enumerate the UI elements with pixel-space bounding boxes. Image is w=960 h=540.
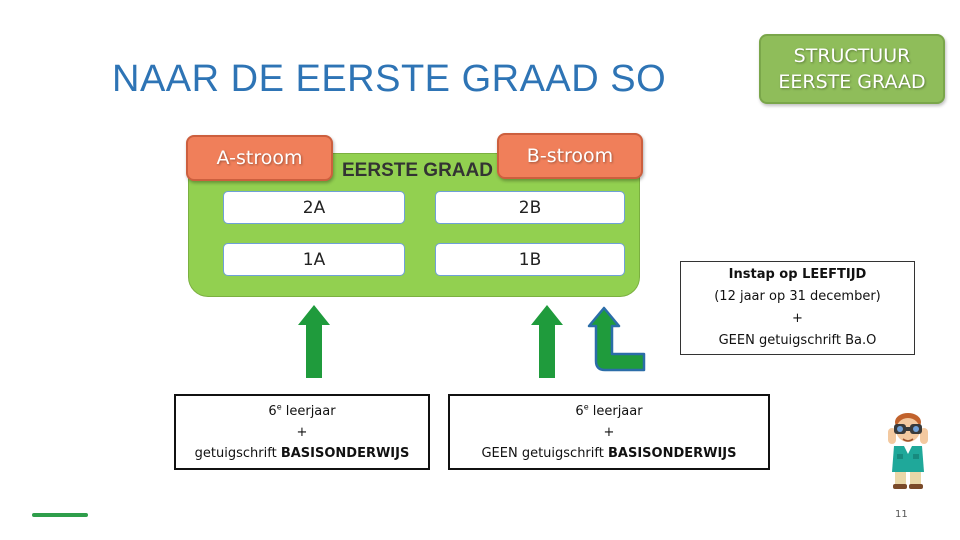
- plus-sign: +: [603, 424, 615, 440]
- certificate-text: GEEN getuigschrift: [481, 445, 608, 461]
- arrow-up-icon: [531, 305, 563, 378]
- return-arrow-icon: [587, 306, 646, 372]
- age-entry-box: Instap op LEEFTIJD (12 jaar op 31 decemb…: [680, 261, 915, 355]
- a-stream-label: A-stroom: [186, 135, 333, 181]
- with-certificate-box: 6e leerjaar + getuigschrift BASISONDERWI…: [174, 394, 430, 470]
- instap-plus: +: [792, 311, 803, 326]
- grade-suffix: e: [583, 402, 589, 412]
- year-2a-box: 2A: [223, 191, 405, 224]
- certificate-type: BASISONDERWIJS: [280, 445, 410, 461]
- badge-line2: EERSTE GRAAD: [778, 71, 926, 93]
- plus-sign: +: [296, 424, 308, 440]
- grade-number: 6: [575, 403, 584, 419]
- grade-text: leerjaar: [281, 403, 336, 419]
- first-grade-label: EERSTE GRAAD: [342, 160, 493, 181]
- certificate-type: BASISONDERWIJS: [607, 445, 737, 461]
- grade-text: leerjaar: [588, 403, 643, 419]
- without-certificate-box: 6e leerjaar + GEEN getuigschrift BASISON…: [448, 394, 770, 470]
- certificate-text: getuigschrift: [194, 445, 281, 461]
- arrow-up-icon: [298, 305, 330, 378]
- instap-line1: Instap op LEEFTIJD: [728, 267, 867, 282]
- year-1a-box: 1A: [223, 243, 405, 276]
- year-2b-box: 2B: [435, 191, 625, 224]
- grade-number: 6: [268, 403, 277, 419]
- instap-line4: GEEN getuigschrift Ba.O: [718, 333, 877, 348]
- badge-line1: STRUCTUUR: [793, 45, 911, 67]
- page-number: 11: [895, 509, 908, 520]
- grade-suffix: e: [276, 402, 282, 412]
- page-title: NAAR DE EERSTE GRAAD SO: [112, 58, 667, 100]
- footer-accent-line: [32, 513, 88, 517]
- instap-line2: (12 jaar op 31 december): [714, 289, 881, 304]
- structure-badge[interactable]: STRUCTUUR EERSTE GRAAD: [759, 34, 945, 104]
- b-stream-label: B-stroom: [497, 133, 643, 179]
- year-1b-box: 1B: [435, 243, 625, 276]
- explorer-with-binoculars-icon: [888, 413, 928, 489]
